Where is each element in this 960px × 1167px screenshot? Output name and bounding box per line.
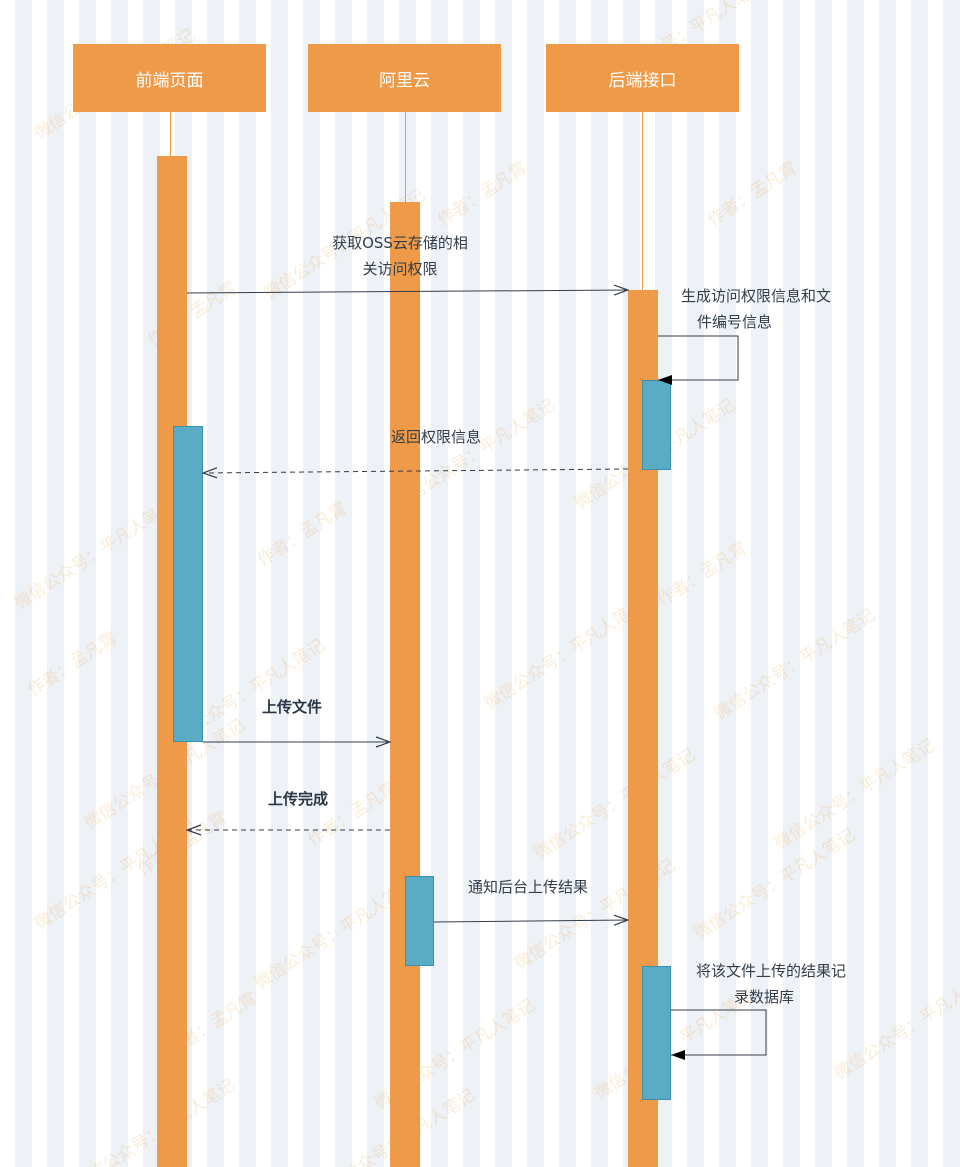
aliyun-lifeline-bar	[390, 202, 420, 1167]
msg-return-access-line1: 返回权限信息	[390, 428, 481, 446]
backend-lifeline-line	[642, 112, 643, 290]
arrow-request-access	[186, 290, 628, 293]
actor-frontend: 前端页面	[73, 44, 266, 112]
arrow-notify-backend	[433, 920, 628, 922]
msg-generate-info-line2: 件编号信息	[697, 313, 773, 331]
msg-save-result-line2: 录数据库	[734, 988, 795, 1006]
actor-aliyun: 阿里云	[308, 44, 501, 112]
actor-frontend-label: 前端页面	[135, 70, 204, 91]
frontend-lifeline-line	[170, 112, 171, 156]
aliyun-lifeline-line	[405, 112, 406, 202]
arrow-return-access	[203, 469, 629, 473]
msg-upload-done: 上传完成	[238, 786, 358, 812]
msg-return-access: 返回权限信息	[356, 424, 516, 450]
msg-upload-done-line1: 上传完成	[267, 790, 328, 808]
msg-generate-info: 生成访问权限信息和文 件编号信息	[681, 283, 831, 335]
msg-generate-info-line1: 生成访问权限信息和文	[681, 287, 832, 305]
msg-request-access-line1: 获取OSS云存储的相	[332, 234, 468, 252]
aliyun-activation	[405, 876, 434, 966]
msg-request-access-line2: 关访问权限	[362, 260, 438, 278]
backend-activation-2	[642, 966, 671, 1100]
arrow-save-result	[671, 1009, 767, 1060]
actor-backend-label: 后端接口	[608, 70, 677, 91]
msg-notify-backend: 通知后台上传结果	[448, 874, 608, 900]
msg-request-access: 获取OSS云存储的相 关访问权限	[300, 230, 500, 282]
actor-backend: 后端接口	[546, 44, 739, 112]
frontend-activation	[173, 426, 203, 742]
msg-upload-file-line1: 上传文件	[261, 698, 322, 716]
msg-notify-backend-line1: 通知后台上传结果	[467, 878, 588, 896]
backend-activation-1	[642, 380, 671, 470]
arrow-generate-info	[658, 335, 739, 385]
msg-save-result: 将该文件上传的结果记 录数据库	[696, 958, 846, 1010]
msg-upload-file: 上传文件	[232, 694, 352, 720]
msg-save-result-line1: 将该文件上传的结果记	[696, 962, 847, 980]
actor-aliyun-label: 阿里云	[379, 70, 430, 91]
